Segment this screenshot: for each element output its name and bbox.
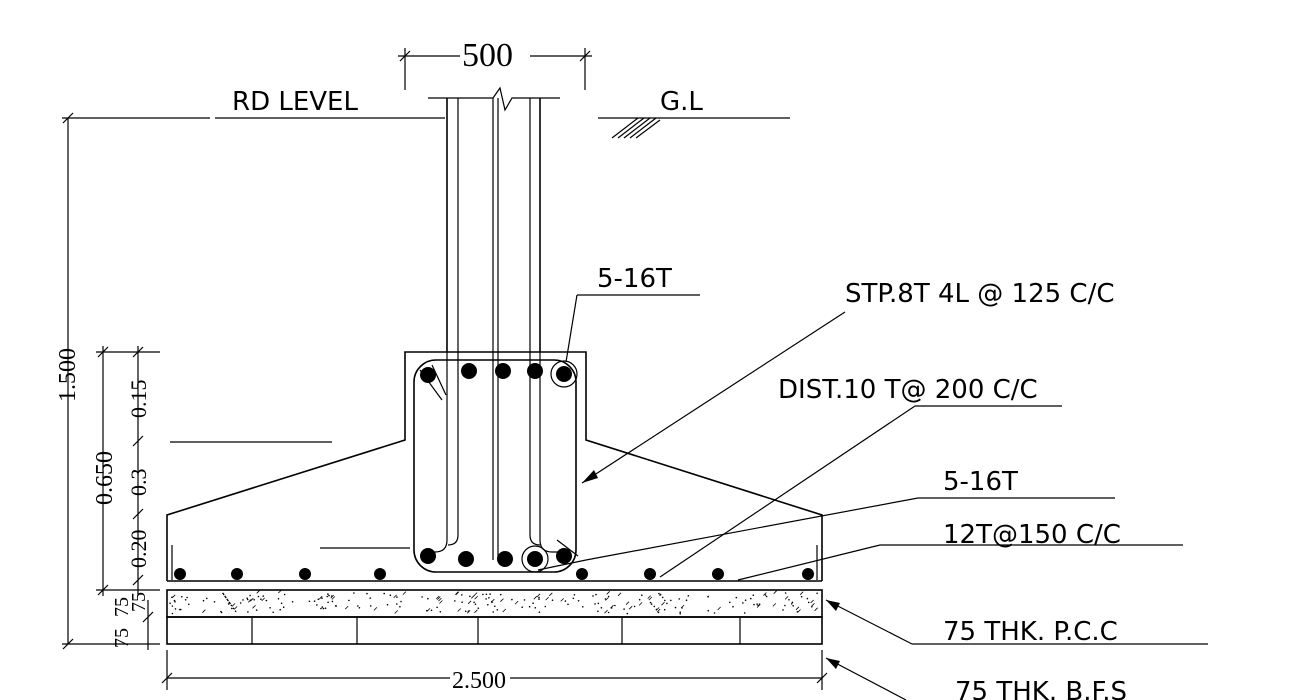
top-bar bbox=[527, 363, 543, 379]
column-width-label: 500 bbox=[462, 37, 513, 74]
bottom-column-bars bbox=[420, 545, 572, 573]
column bbox=[446, 98, 541, 560]
footing-bar bbox=[174, 568, 186, 580]
stirrups-label: STP.8T 4L @ 125 C/C bbox=[845, 279, 1114, 309]
rd-level-label: RD LEVEL bbox=[232, 87, 358, 117]
footing-depth-label: 0.650 bbox=[92, 451, 118, 505]
top-bar bbox=[495, 363, 511, 379]
footing-bar bbox=[802, 568, 814, 580]
footing-bar bbox=[576, 568, 588, 580]
footing-bar bbox=[644, 568, 656, 580]
bfs-layer bbox=[166, 616, 823, 645]
top-bars-label: 5-16T bbox=[597, 264, 672, 294]
depth-020-label: 0.20 bbox=[126, 530, 151, 569]
total-depth-label: 1.500 bbox=[55, 348, 81, 402]
distribution-bars-label: DIST.10 T@ 200 C/C bbox=[778, 375, 1038, 405]
vertical-dimensions: 1.500 0.650 0.15 0.3 0.20 75 75 75 bbox=[55, 112, 210, 650]
footing-outline bbox=[166, 351, 823, 582]
pcc-hatch bbox=[169, 589, 818, 615]
bottom-bar bbox=[497, 551, 513, 567]
depth-03-label: 0.3 bbox=[126, 469, 151, 497]
bottom-bar bbox=[458, 551, 474, 567]
footing-width-dimension: 2.500 bbox=[161, 650, 828, 694]
top-bars bbox=[420, 360, 578, 388]
depth-75-label: 75 bbox=[128, 592, 150, 612]
bottom-bar bbox=[420, 548, 436, 564]
annotations: 5-16T STP.8T 4L @ 125 C/C DIST.10 T@ 200… bbox=[537, 264, 1208, 700]
top-bar bbox=[420, 367, 436, 383]
bottom-bar bbox=[556, 548, 572, 564]
depth-75-label: 75 bbox=[111, 597, 133, 617]
footing-bar bbox=[231, 568, 243, 580]
ground-hatch-icon bbox=[611, 117, 661, 139]
stirrup-cage bbox=[413, 352, 579, 573]
ground-level: RD LEVEL G.L bbox=[215, 86, 790, 139]
footing-bar bbox=[299, 568, 311, 580]
pcc-label: 75 THK. P.C.C bbox=[943, 617, 1118, 647]
bottom-bars-label: 5-16T bbox=[943, 467, 1018, 497]
footing-bar bbox=[374, 568, 386, 580]
top-bar bbox=[556, 366, 572, 382]
depth-015-label: 0.15 bbox=[126, 380, 151, 419]
footing-width-label: 2.500 bbox=[452, 668, 506, 694]
column-width-dimension: 500 bbox=[398, 37, 592, 90]
footing-bar bbox=[712, 568, 724, 580]
top-bar bbox=[461, 363, 477, 379]
pcc-layer bbox=[166, 589, 823, 618]
footing-bars bbox=[171, 545, 818, 580]
ground-level-label: G.L bbox=[660, 87, 703, 117]
bottom-bar bbox=[527, 551, 543, 567]
depth-75-label: 75 bbox=[111, 628, 133, 648]
bfs-label: 75 THK. B.F.S bbox=[955, 677, 1127, 700]
